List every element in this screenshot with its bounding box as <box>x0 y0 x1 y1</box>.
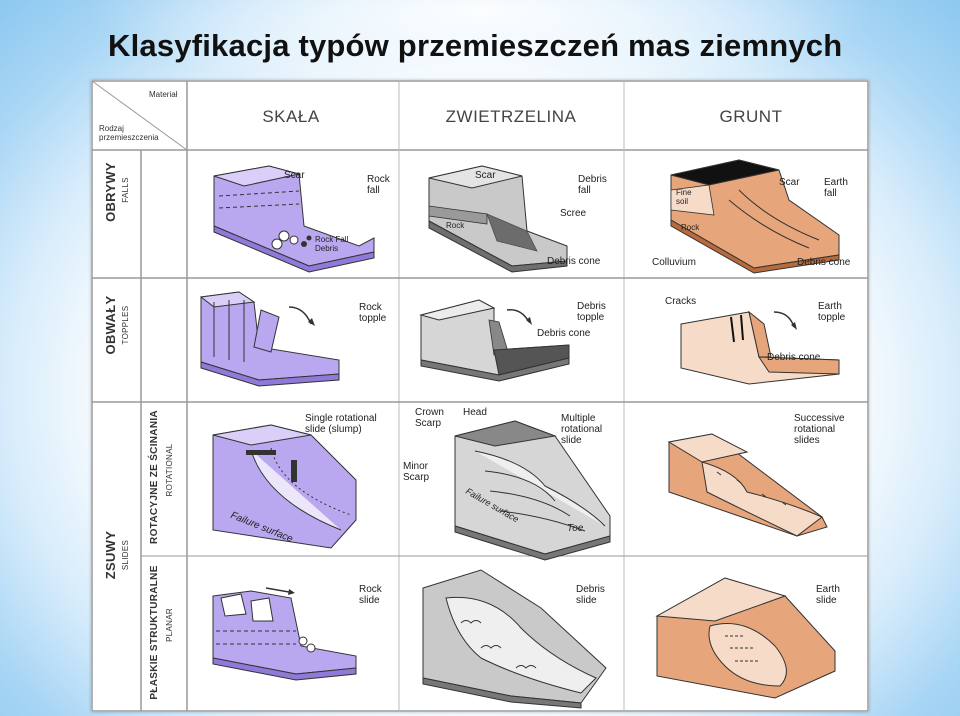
label-type: Multiple rotational slide <box>561 413 602 446</box>
corner-movement-type: Rodzaj przemieszczenia <box>99 124 159 142</box>
label-line: Debris <box>315 244 339 253</box>
label-line: Multiple <box>561 413 596 424</box>
label-line: Debris <box>578 174 607 185</box>
label-line: topple <box>577 312 605 323</box>
label-type: Debris fall <box>578 174 607 196</box>
label-line: Single rotational <box>305 413 377 424</box>
label-cracks: Cracks <box>665 296 697 307</box>
label-scar: Scar <box>475 170 496 181</box>
column-header-debris: ZWIETRZELINA <box>445 107 577 126</box>
row-sublabel-topples: TOPPLES <box>121 305 130 345</box>
row-label-rotational: ROTACYJNE ZE ŚCINANIA <box>149 410 160 544</box>
label-line: fall <box>824 188 837 199</box>
debris-fall-illustration <box>428 165 568 273</box>
label-line: Rock <box>359 584 382 595</box>
label-type: Successive rotational slides <box>794 413 845 446</box>
label-type: Earth slide <box>816 584 840 606</box>
label-line: soil <box>676 197 689 206</box>
label-scar: Scar <box>779 177 800 188</box>
label-minor-scarp: Minor Scarp <box>403 461 429 483</box>
label-colluvium: Colluvium <box>652 257 696 268</box>
label-line: Earth <box>824 177 848 188</box>
label-line: Rock Fall <box>315 235 349 244</box>
label-type: Earth topple <box>818 301 845 323</box>
row-label-topples: OBWAŁY <box>103 295 118 355</box>
label-head: Head <box>463 407 487 418</box>
page-title: Klasyfikacja typów przemieszczeń mas zie… <box>108 28 843 63</box>
debris-topple-illustration <box>419 299 570 382</box>
corner-material: Materiał <box>149 90 178 99</box>
label-line: Scarp <box>403 472 430 483</box>
label-line: Scarp <box>415 418 442 429</box>
label-line: Rock <box>359 302 382 313</box>
rot-debris-illustration <box>454 420 611 561</box>
rot-earth-illustration <box>667 433 828 537</box>
rot-rock-illustration <box>212 424 357 549</box>
label-line: Fine <box>676 188 692 197</box>
rock-slide-illustration <box>212 587 357 681</box>
label-type: Rock fall <box>367 174 390 196</box>
row-sublabel-rotational: ROTATIONAL <box>165 443 174 497</box>
label-debris-cone: Debris cone <box>537 328 591 339</box>
label-scar: Scar <box>284 170 305 181</box>
earth-topple-illustration <box>680 310 840 385</box>
label-line: slide <box>816 595 837 606</box>
corner-label-line: Rodzaj <box>99 124 124 133</box>
label-line: fall <box>367 185 380 196</box>
earth-fall-illustration <box>670 159 840 274</box>
label-line: rotational <box>794 424 836 435</box>
label-line: rotational <box>561 424 603 435</box>
rock-fall-illustration <box>213 165 375 273</box>
label-scree: Scree <box>560 208 587 219</box>
label-rock: Rock <box>446 221 465 230</box>
classification-table: Materiał Rodzaj przemieszczenia SKAŁA ZW… <box>91 80 869 712</box>
label-line: topple <box>359 313 387 324</box>
label-line: Crown <box>415 407 444 418</box>
label-debris-cone: Debris cone <box>797 257 851 268</box>
label-line: topple <box>818 312 846 323</box>
row-sublabel-slides: SLIDES <box>121 539 130 571</box>
label-type: Debris slide <box>576 584 605 606</box>
label-line: Debris <box>577 301 606 312</box>
label-line: slides <box>794 435 820 446</box>
table-grid <box>91 80 869 712</box>
label-line: slide <box>561 435 582 446</box>
corner-label-line: przemieszczenia <box>99 133 159 142</box>
label-line: Debris <box>576 584 605 595</box>
label-toe: Toe <box>567 523 584 534</box>
label-debris-cone: Debris cone <box>767 352 821 363</box>
label-type: Earth fall <box>824 177 848 199</box>
label-type: Rock slide <box>359 584 382 606</box>
label-line: Earth <box>818 301 842 312</box>
label-type: Debris topple <box>577 301 606 323</box>
row-label-planar: PŁASKIE STRUKTURALNE <box>149 565 160 700</box>
row-label-falls: OBRYWY <box>103 162 118 222</box>
row-sublabel-planar: PLANAR <box>165 608 174 642</box>
column-header-rock: SKAŁA <box>262 107 320 126</box>
debris-slide-illustration <box>422 569 607 709</box>
label-debris-cone: Debris cone <box>547 256 601 267</box>
label-line: slide (slump) <box>305 424 362 435</box>
earth-slide-illustration <box>655 577 836 699</box>
label-debris: Rock Fall Debris <box>315 235 348 253</box>
row-label-slides: ZSUWY <box>103 530 118 580</box>
label-type: Single rotational slide (slump) <box>305 413 377 435</box>
label-line: Rock <box>367 174 390 185</box>
label-rock: Rock <box>681 223 700 232</box>
label-line: Successive <box>794 413 845 424</box>
label-crown-scarp: Crown Scarp <box>415 407 444 429</box>
label-line: Earth <box>816 584 840 595</box>
column-header-earth: GRUNT <box>719 107 783 126</box>
row-sublabel-falls: FALLS <box>121 177 130 203</box>
label-type: Rock topple <box>359 302 386 324</box>
label-line: slide <box>359 595 380 606</box>
label-line: fall <box>578 185 591 196</box>
label-line: slide <box>576 595 597 606</box>
rock-topple-illustration <box>199 291 340 387</box>
label-line: Minor <box>403 461 429 472</box>
label-soil: Fine soil <box>676 188 692 206</box>
